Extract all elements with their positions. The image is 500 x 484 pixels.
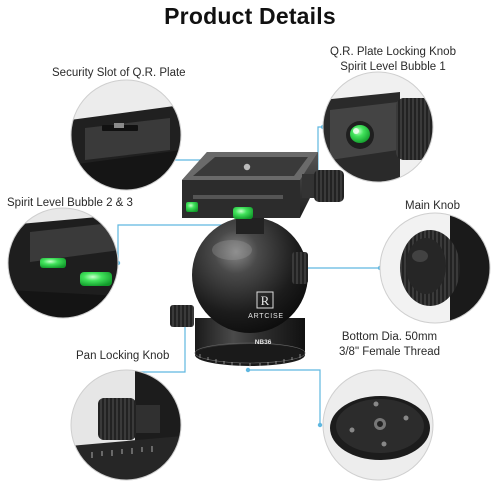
detail-bubbles-2-3 [7,207,119,319]
pan-knob-large [98,398,136,440]
detail-bottom [322,369,434,481]
label-bottom: Bottom Dia. 50mm 3/8" Female Thread [322,330,457,360]
bubble-3 [233,207,253,219]
detail-pan-knob [70,369,182,481]
line-pan-knob [126,315,186,373]
label-qr-knob: Q.R. Plate Locking Knob Spirit Level Bub… [318,45,468,75]
pan-knob-small [170,305,194,327]
page-title: Product Details [164,3,336,29]
degree-ticks [199,354,301,367]
line-bottom [248,369,321,425]
label-qr-knob-line1: Q.R. Plate Locking Knob [330,46,456,58]
brand-logo-letter: R [261,293,270,308]
detail-main-knob [379,212,491,324]
ball [192,217,308,333]
model-number: NB36 [255,339,272,346]
label-bubble-1: Spirit Level Bubble 1 [340,61,446,73]
detail-security-slot [70,79,182,191]
bubble-2 [186,202,198,212]
line-bubble-2-3 [117,224,228,263]
bubble-1 [350,125,370,143]
ball-head: R ARTCISE NB36 [170,152,344,367]
label-main-knob: Main Knob [405,200,460,212]
brand-name: ARTCISE [248,313,284,320]
label-security-slot: Security Slot of Q.R. Plate [52,67,186,79]
bubble-2-large [40,258,66,268]
label-pan-knob: Pan Locking Knob [76,350,170,362]
qr-knob-small [314,170,344,202]
label-bottom-line1: Bottom Dia. 50mm [341,331,438,343]
bubble-3-large [80,272,112,286]
label-bubble-2-3: Spirit Level Bubble 2 & 3 [7,197,133,209]
mounting-screw [243,163,251,171]
label-bottom-line2: 3/8" Female Thread [338,346,441,358]
detail-qr-knob [322,71,434,183]
qr-knob-large [396,98,433,160]
rotation-scale-ring [195,344,305,366]
main-knob-small [292,252,308,284]
